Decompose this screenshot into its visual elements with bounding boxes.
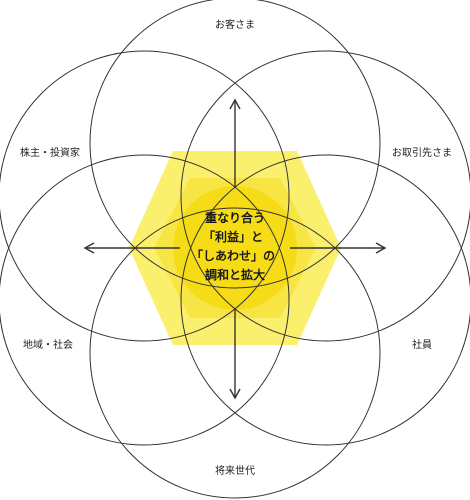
- circle-business-partners: [180, 50, 470, 342]
- label-business-partners: お取引先さま: [392, 147, 452, 159]
- core-glow-circle: [173, 186, 297, 310]
- center-line-3: 「しあわせ」の: [191, 248, 275, 263]
- center-line-4: 調和と拡大: [205, 267, 265, 282]
- center-line-2: 「利益」と: [203, 229, 263, 244]
- circle-customers: [89, 0, 381, 289]
- center-message: 重なり合う 「利益」と 「しあわせ」の 調和と拡大: [191, 210, 275, 282]
- label-shareholders: 株主・投資家: [20, 146, 80, 159]
- center-line-1: 重なり合う: [205, 210, 265, 225]
- circle-shareholders: [0, 50, 290, 342]
- label-community: 地域・社会: [23, 338, 73, 351]
- circle-future-generations: [89, 207, 381, 499]
- label-customers: お客さま: [215, 18, 255, 31]
- circle-community: [0, 154, 290, 446]
- label-future-generations: 将来世代: [215, 465, 255, 477]
- label-employees: 社員: [412, 338, 432, 351]
- circle-employees: [180, 154, 470, 446]
